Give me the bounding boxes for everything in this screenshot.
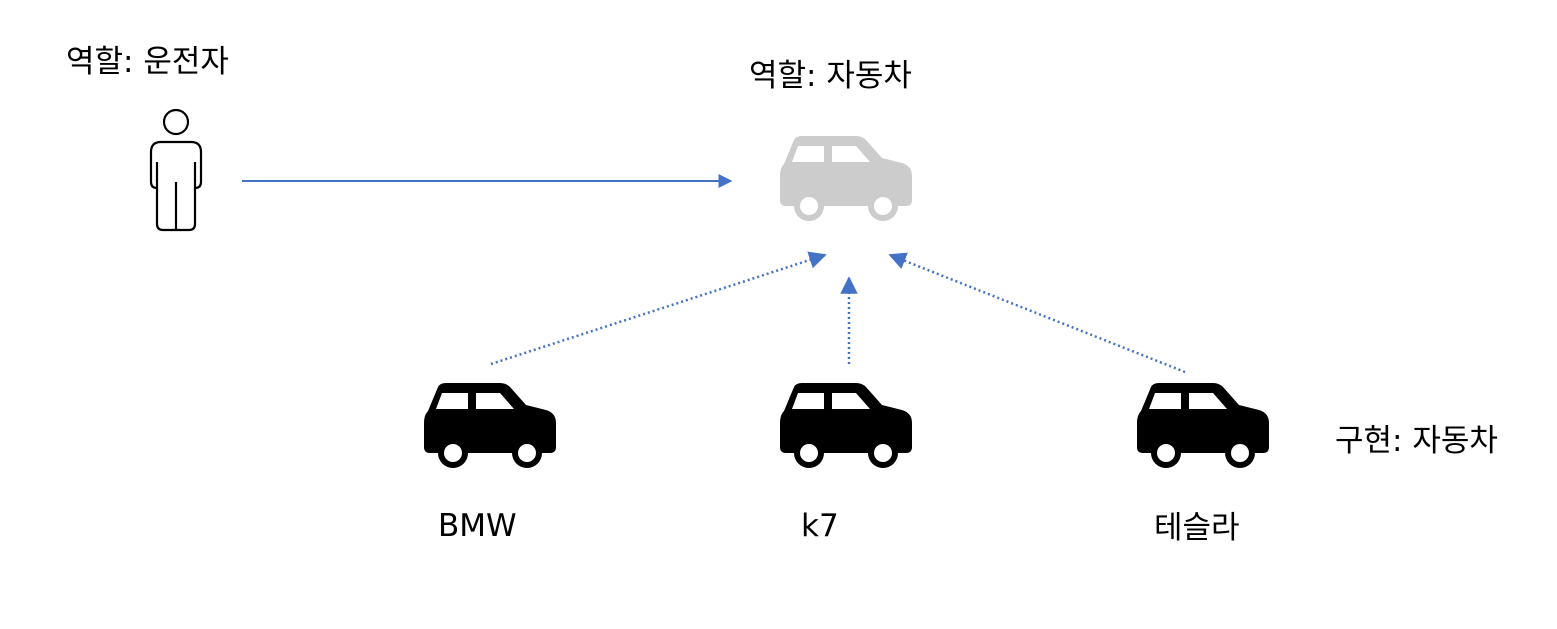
person-outline-icon: [149, 108, 203, 232]
driver-role-label: 역할: 운전자: [66, 44, 229, 80]
car-name-tesla: 테슬라: [1154, 510, 1240, 546]
implementation-label: 구현: 자동차: [1335, 423, 1498, 459]
k7-car-icon: [780, 383, 912, 468]
car-icon: [780, 136, 912, 221]
car-role-label: 역할: 자동차: [749, 58, 912, 94]
bmw-implements-arrow: [490, 251, 827, 366]
car-name-bmw: BMW: [438, 508, 517, 544]
car-name-k7: k7: [801, 508, 839, 544]
tesla-car-icon: [1137, 383, 1269, 468]
bmw-car-icon: [424, 383, 556, 468]
tesla-implements-arrow: [888, 252, 1186, 374]
